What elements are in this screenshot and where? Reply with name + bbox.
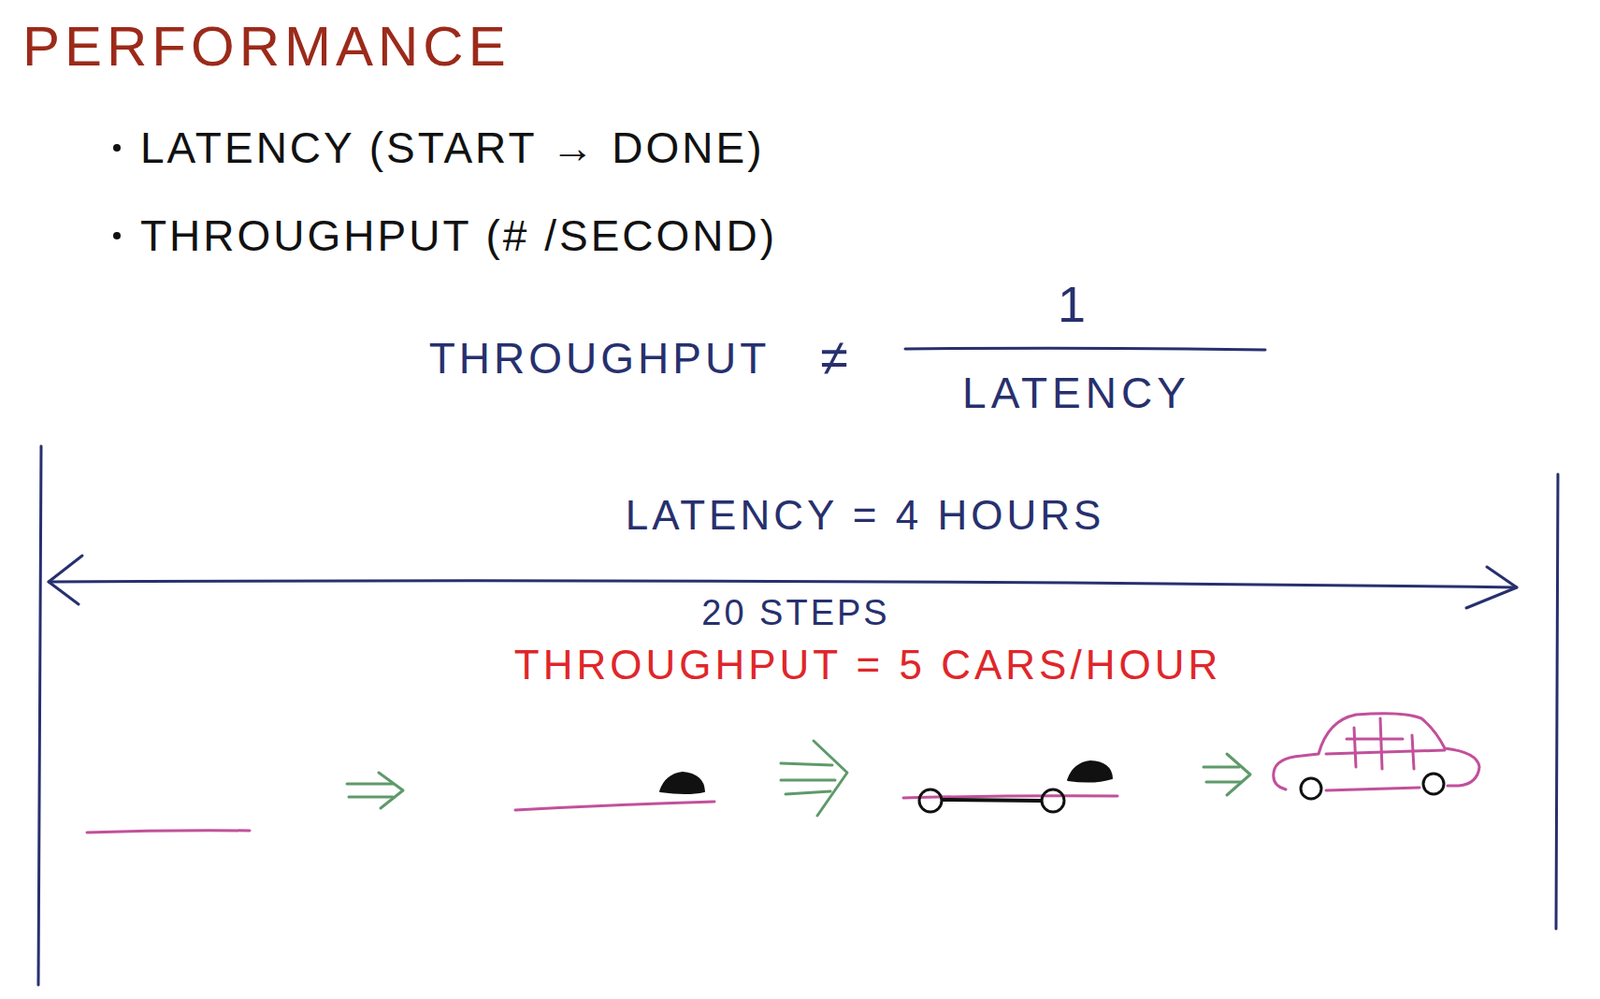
wheel (1423, 773, 1444, 794)
span-arrow (48, 580, 1517, 588)
definition-label: THROUGHPUT (# /SECOND) (140, 212, 778, 260)
throughput-label: THROUGHPUT = 5 CARS/HOUR (514, 642, 1223, 688)
axle (942, 799, 1041, 801)
steps-label: 20 STEPS (701, 593, 890, 634)
formula-term: THROUGHPUT (429, 334, 771, 383)
wheel (1041, 789, 1065, 812)
formula-denominator: LATENCY (962, 369, 1191, 418)
step-arrow (346, 772, 404, 808)
arrow-head (48, 555, 83, 605)
step-arrow (1203, 753, 1251, 795)
car (1273, 713, 1480, 791)
definition-label: LATENCY (START → DONE) (140, 124, 765, 173)
engine-blob (1067, 761, 1112, 782)
step-arrow (780, 740, 848, 816)
boundary-line (38, 446, 42, 985)
frame-rail (903, 795, 1118, 798)
arrow-head (1466, 566, 1517, 608)
wheel (1300, 778, 1322, 799)
frame-rail (86, 830, 250, 833)
latency-label: LATENCY = 4 HOURS (625, 492, 1106, 538)
frame-rail (515, 801, 715, 810)
formula-operator: ≠ (820, 330, 849, 386)
bullet-dot (113, 144, 121, 152)
boundary-line (1556, 474, 1558, 929)
fraction-bar (905, 347, 1266, 350)
bullet-dot (113, 231, 121, 240)
engine-blob (660, 772, 705, 793)
formula-numerator: 1 (1057, 276, 1086, 332)
wheel (919, 789, 942, 812)
title: PERFORMANCE (22, 15, 511, 78)
